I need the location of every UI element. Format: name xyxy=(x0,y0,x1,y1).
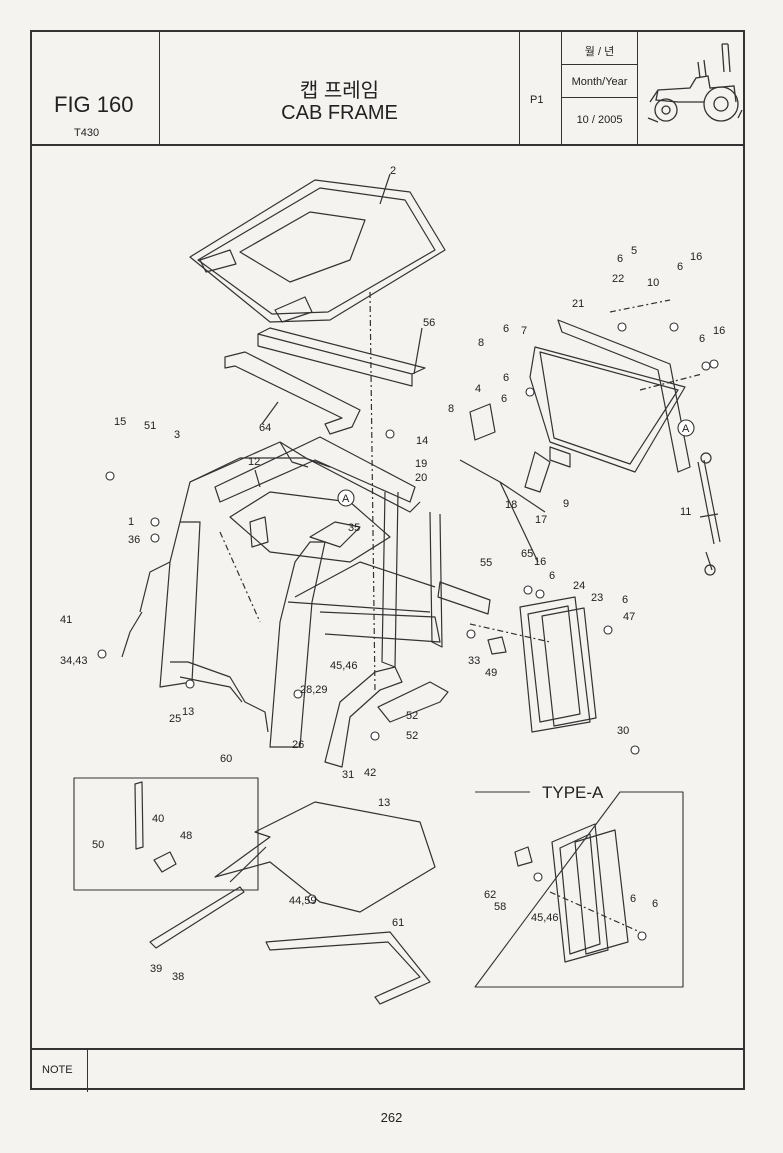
callout-label: 23 xyxy=(591,592,603,604)
callout-label: 18 xyxy=(505,499,517,511)
callout-label: 2 xyxy=(390,165,396,177)
callout-label: 5 xyxy=(631,245,637,257)
callout-label: 20 xyxy=(415,472,427,484)
callout-label: 40 xyxy=(152,813,164,825)
callout-label: 4 xyxy=(475,383,481,395)
fasteners xyxy=(97,322,719,941)
reference-marker-circle xyxy=(677,419,695,437)
callout-label: 6 xyxy=(699,333,705,345)
note-row: NOTE xyxy=(32,1048,743,1092)
callout-label: 44,59 xyxy=(289,895,317,907)
tractor-icon xyxy=(647,43,743,123)
callout-label: 64 xyxy=(259,422,271,434)
callout-label: 6 xyxy=(503,372,509,384)
callout-label: 22 xyxy=(612,273,624,285)
reference-marker-circle xyxy=(337,489,355,507)
callout-label: 62 xyxy=(484,889,496,901)
date-label: Month/Year xyxy=(571,76,628,88)
callout-label: 45,46 xyxy=(531,912,559,924)
callout-label: 50 xyxy=(92,839,104,851)
callout-label: 58 xyxy=(494,901,506,913)
page-code: P1 xyxy=(530,94,544,106)
callout-label: 65 xyxy=(521,548,533,560)
callout-label: 35 xyxy=(348,522,360,534)
callout-label: 6 xyxy=(503,323,509,335)
callout-label: 51 xyxy=(144,420,156,432)
callout-label: 36 xyxy=(128,534,140,546)
figure-cell: FIG 160 T430 xyxy=(32,32,160,144)
date-cell: 월 / 년 Month/Year 10 / 2005 xyxy=(562,32,638,144)
page-number: 262 xyxy=(380,1110,403,1125)
callout-label: 21 xyxy=(572,298,584,310)
callout-label: 15 xyxy=(114,416,126,428)
callout-label: 11 xyxy=(680,506,691,518)
note-label-cell: NOTE xyxy=(32,1050,88,1092)
callout-label: 3 xyxy=(174,429,180,441)
callout-label: 56 xyxy=(423,317,435,329)
callout-label: 25 xyxy=(169,713,181,725)
callout-label: 31 xyxy=(342,769,354,781)
callout-label: 34,43 xyxy=(60,655,88,667)
callout-label: 7 xyxy=(521,325,527,337)
callout-label: 45,46 xyxy=(330,660,358,672)
callout-label: 1 xyxy=(128,516,134,528)
title-korean: 캡 프레임 xyxy=(299,80,380,102)
callout-label: 17 xyxy=(535,514,547,526)
callout-label: 6 xyxy=(622,594,628,606)
callout-label: 6 xyxy=(630,893,636,905)
reference-marker: A xyxy=(342,493,350,505)
callout-label: 6 xyxy=(549,570,555,582)
title-cell: 캡 프레임 CAB FRAME xyxy=(160,32,520,144)
callout-label: 61 xyxy=(392,917,404,929)
callout-label: 16 xyxy=(534,556,546,568)
callout-label: 6 xyxy=(617,253,623,265)
date-value: 10 / 2005 xyxy=(576,114,623,126)
callout-label: 6 xyxy=(652,898,658,910)
diagram-linework xyxy=(73,173,721,1005)
reference-marker: A xyxy=(682,423,690,435)
callout-label: 13 xyxy=(378,797,390,809)
callout-label: 49 xyxy=(485,667,497,679)
callout-label: 6 xyxy=(501,393,507,405)
callout-label: 28,29 xyxy=(300,684,328,696)
callout-label: 42 xyxy=(364,767,376,779)
callout-label: 24 xyxy=(573,580,585,592)
model-number: T430 xyxy=(74,127,100,139)
figure-number: FIG 160 xyxy=(54,92,134,117)
callout-label: 8 xyxy=(448,403,454,415)
callout-label: 48 xyxy=(180,830,192,842)
cab-roof xyxy=(189,179,446,323)
callout-label: 16 xyxy=(30,142,42,145)
callout-label: 26 xyxy=(292,739,304,751)
callout-label: 41 xyxy=(60,614,72,626)
inset-label: TYPE-A xyxy=(542,783,604,802)
callout-label: 9 xyxy=(563,498,569,510)
callout-label: 12 xyxy=(248,456,260,468)
callout-label: 39 xyxy=(150,963,162,975)
callout-label: 52 xyxy=(406,730,418,742)
callout-label: 52 xyxy=(406,710,418,722)
callout-label: 16 xyxy=(690,251,702,263)
callout-label: 30 xyxy=(617,725,629,737)
callout-label: 19 xyxy=(415,458,427,470)
page-code-cell: P1 xyxy=(520,32,562,144)
title-english: CAB FRAME xyxy=(281,102,398,124)
callout-label: 10 xyxy=(647,277,659,289)
parts-sheet: FIG 160 T430 캡 프레임 CAB FRAME P1 월 / 년 Mo… xyxy=(30,30,745,1092)
callout-label: 55 xyxy=(480,557,492,569)
callout-label: 16 xyxy=(713,325,725,337)
callout-label: 38 xyxy=(172,971,184,983)
date-label-korean: 월 / 년 xyxy=(584,46,615,58)
callout-label: 47 xyxy=(623,611,635,623)
callout-label: 14 xyxy=(416,435,428,447)
callout-label: 8 xyxy=(478,337,484,349)
callout-label: 13 xyxy=(182,706,194,718)
callout-label: 6 xyxy=(677,261,683,273)
title-block: FIG 160 T430 캡 프레임 CAB FRAME P1 월 / 년 Mo… xyxy=(32,32,743,146)
note-label: NOTE xyxy=(42,1064,73,1076)
callout-label: 33 xyxy=(468,655,480,667)
callout-label: 60 xyxy=(220,753,232,765)
